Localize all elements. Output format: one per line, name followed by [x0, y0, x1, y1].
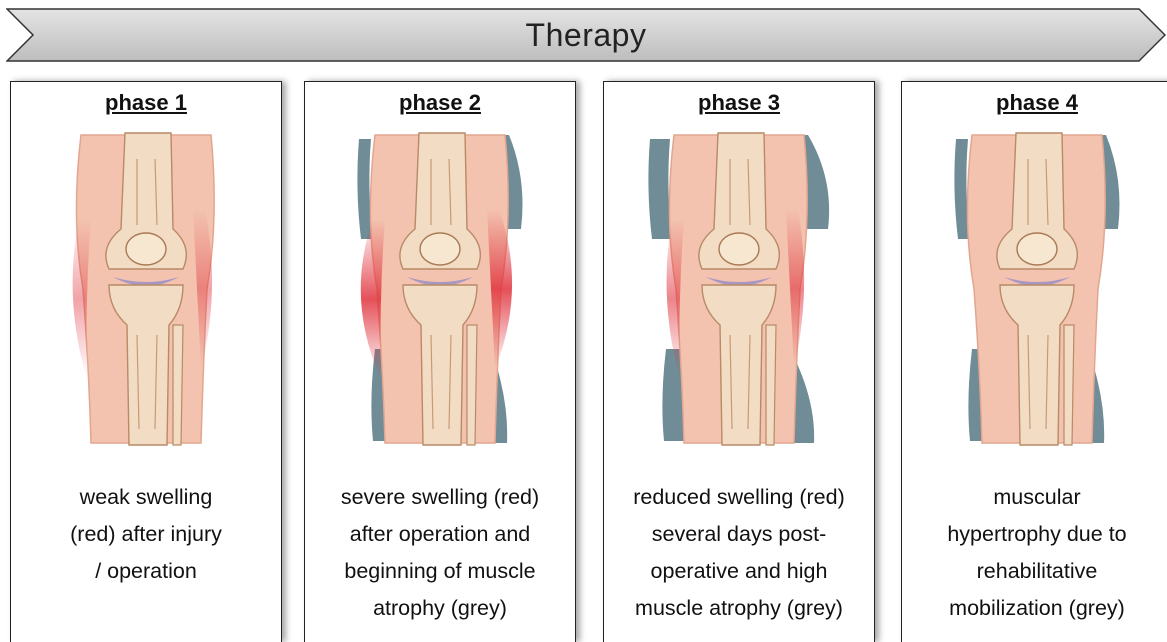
fibula-bone — [766, 325, 776, 445]
phase-4-caption: muscular hypertrophy due to rehabilitati… — [902, 479, 1167, 627]
caption-line: operative and high — [604, 553, 874, 590]
banner-title: Therapy — [6, 8, 1166, 62]
phase-1-title: phase 1 — [11, 90, 281, 116]
caption-line: muscular — [902, 479, 1167, 516]
caption-line: reduced swelling (red) — [604, 479, 874, 516]
caption-line: hypertrophy due to — [902, 516, 1167, 553]
caption-line: severe swelling (red) — [305, 479, 575, 516]
caption-line: muscle atrophy (grey) — [604, 590, 874, 627]
phase-1-knee-illustration — [33, 129, 259, 449]
phase-3-caption: reduced swelling (red) several days post… — [604, 479, 874, 627]
fibula-bone — [467, 325, 477, 445]
caption-line: atrophy (grey) — [305, 590, 575, 627]
phase-1-caption: weak swelling (red) after injury / opera… — [11, 479, 281, 590]
caption-line: several days post- — [604, 516, 874, 553]
fibula-bone — [173, 325, 183, 445]
phase-2-knee-illustration — [327, 129, 553, 449]
phase-3-knee-illustration — [626, 129, 852, 449]
caption-line: weak swelling — [11, 479, 281, 516]
phase-1-panel: phase 1 weak swelling (red) after injury… — [10, 81, 282, 642]
atrophy-grey-strip — [648, 139, 672, 239]
patella-bone — [420, 233, 460, 265]
phase-4-knee-illustration — [924, 129, 1150, 449]
phase-2-panel: phase 2 severe swelling (red) after oper… — [304, 81, 576, 642]
patella-bone — [1017, 233, 1057, 265]
phase-4-panel: phase 4 muscular hypertrophy due to reha… — [901, 81, 1167, 642]
caption-line: beginning of muscle — [305, 553, 575, 590]
phase-2-title: phase 2 — [305, 90, 575, 116]
fibula-bone — [1064, 325, 1074, 445]
caption-line: (red) after injury — [11, 516, 281, 553]
caption-line: rehabilitative — [902, 553, 1167, 590]
patella-bone — [126, 233, 166, 265]
caption-line: after operation and — [305, 516, 575, 553]
phase-2-caption: severe swelling (red) after operation an… — [305, 479, 575, 627]
phase-4-title: phase 4 — [902, 90, 1167, 116]
phase-3-panel: phase 3 reduced swelling (red) several d… — [603, 81, 875, 642]
caption-line: mobilization (grey) — [902, 590, 1167, 627]
phase-3-title: phase 3 — [604, 90, 874, 116]
patella-bone — [719, 233, 759, 265]
therapy-banner: Therapy — [6, 8, 1166, 62]
caption-line: / operation — [11, 553, 281, 590]
